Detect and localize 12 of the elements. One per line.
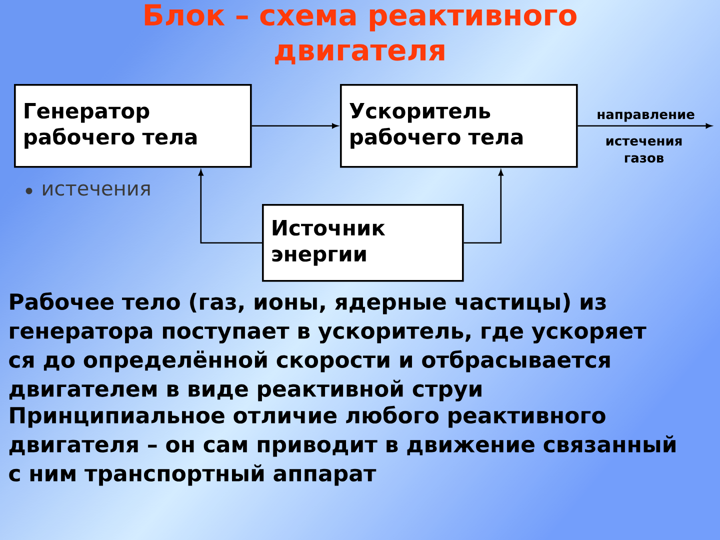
paragraph: Рабочее тело (газ, ионы, ядерные частицы) из генератора поступает в ускоритель, где ускоряет ся до определённой скорости и отбрасывается двигателем в виде реактивной струи	[9, 292, 646, 402]
connector-arrow	[578, 123, 712, 128]
process-box: Ускоритель рабочего тела	[340, 84, 578, 168]
connector-arrow	[464, 170, 504, 244]
process-box: Генератор рабочего тела	[14, 84, 252, 168]
paragraph: Принципиальное отличие любого реактивного двигателя – он сам приводит в движение связанный с ним транспортный аппарат	[9, 406, 676, 486]
slide-title: Блок – схема реактивного двигателя	[144, 4, 576, 64]
edge-label: направление	[598, 112, 694, 122]
connector-arrow	[252, 123, 338, 128]
connector-arrow	[198, 170, 262, 244]
process-box: Источник энергии	[262, 204, 464, 282]
arrow-caption: истечения газов	[606, 138, 682, 163]
